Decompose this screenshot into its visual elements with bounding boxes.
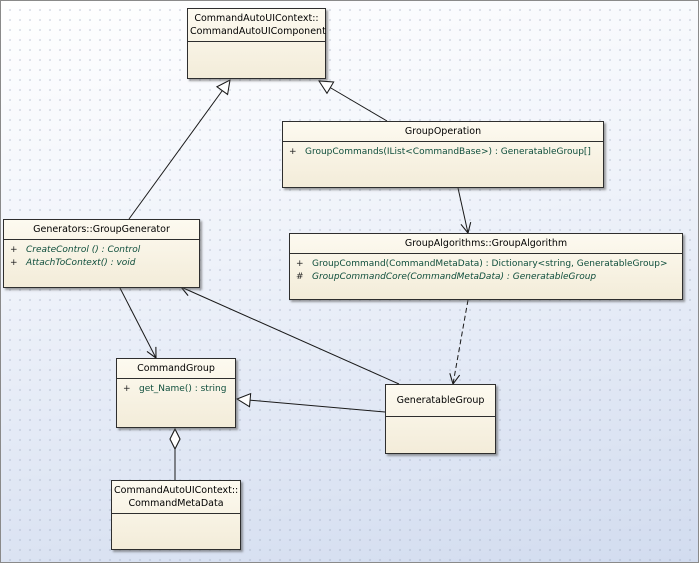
class-group-algorithm[interactable]: GroupAlgorithms::GroupAlgorithm +GroupCo… <box>289 233 683 300</box>
operations-compartment: +GroupCommands(IList<CommandBase>) : Gen… <box>283 142 603 159</box>
operation-row: +AttachToContext() : void <box>10 257 136 268</box>
class-command-group[interactable]: CommandGroup +get_Name() : string <box>116 358 236 428</box>
generalization-generatablegroup-to-commandgroup <box>237 399 386 413</box>
class-name: Generators::GroupGenerator <box>4 220 199 240</box>
operation-row: +CreateControl () : Control <box>10 245 141 255</box>
operations-compartment: +CreateControl () : Control +AttachToCon… <box>4 240 199 269</box>
generalization-groupgenerator-to-component <box>128 80 230 220</box>
class-command-auto-ui-component[interactable]: CommandAutoUIContext:: CommandAutoUIComp… <box>187 8 326 79</box>
operation-row: #GroupCommandCore(CommandMetaData) : Gen… <box>296 271 597 282</box>
class-name: CommandAutoUIContext:: CommandAutoUIComp… <box>188 9 326 42</box>
class-generatable-group[interactable]: GeneratableGroup <box>385 384 496 454</box>
class-group-operation[interactable]: GroupOperation +GroupCommands(IList<Comm… <box>282 121 604 188</box>
class-group-generator[interactable]: Generators::GroupGenerator +CreateContro… <box>3 219 200 288</box>
class-name: CommandAutoUIContext:: CommandMetaData <box>112 481 240 514</box>
class-command-meta-data[interactable]: CommandAutoUIContext:: CommandMetaData <box>111 480 241 550</box>
association-generatablegroup-to-groupgenerator <box>181 287 400 385</box>
dependency-groupalgorithm-to-generatablegroup <box>453 299 469 384</box>
operations-compartment: +get_Name() : string <box>117 379 235 396</box>
operation-row: +GroupCommands(IList<CommandBase>) : Gen… <box>289 147 591 157</box>
class-name: GroupOperation <box>283 122 603 142</box>
class-name: GroupAlgorithms::GroupAlgorithm <box>290 234 682 254</box>
class-name: GeneratableGroup <box>386 385 495 417</box>
association-groupoperation-to-groupalgorithm <box>457 187 468 233</box>
association-groupgenerator-to-commandgroup <box>119 287 156 358</box>
operations-compartment: +GroupCommand(CommandMetaData) : Diction… <box>290 254 682 283</box>
operation-row: +get_Name() : string <box>123 384 227 394</box>
generalization-groupoperation-to-component <box>319 81 388 122</box>
class-name: CommandGroup <box>117 359 235 379</box>
operation-row: +GroupCommand(CommandMetaData) : Diction… <box>296 259 668 269</box>
